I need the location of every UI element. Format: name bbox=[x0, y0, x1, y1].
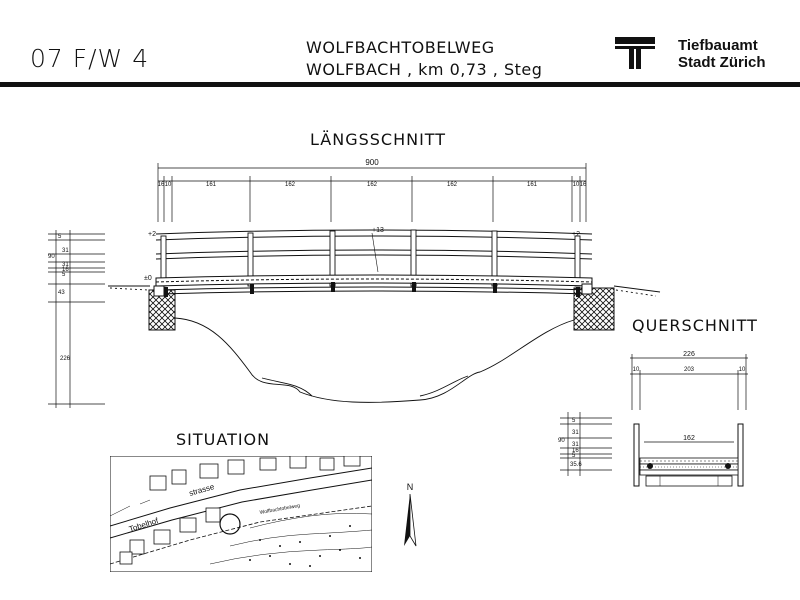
segment-label: 10 bbox=[573, 182, 580, 188]
cross-part-label: 203 bbox=[684, 367, 695, 373]
segment-label: 16 bbox=[580, 182, 587, 188]
level-label: +2 bbox=[148, 231, 156, 238]
location-subtitle: WOLFBACH , km 0,73 , Steg bbox=[306, 60, 543, 79]
location-title: WOLFBACHTOBELWEG bbox=[306, 38, 495, 57]
height-label: 43 bbox=[58, 290, 65, 296]
header-rule bbox=[0, 82, 800, 87]
segment-label: 161 bbox=[527, 182, 538, 188]
cross-height-label: 5 bbox=[572, 418, 576, 424]
segment-label: 161 bbox=[206, 182, 217, 188]
segment-label: 16 bbox=[158, 182, 165, 188]
cross-height-label: 16 bbox=[572, 448, 579, 454]
right-abutment bbox=[573, 287, 615, 331]
segment-label: 162 bbox=[367, 182, 378, 188]
cross-height-label: 5 bbox=[572, 453, 576, 459]
bridge-location-marker bbox=[219, 513, 241, 535]
height-label: 16 bbox=[62, 267, 69, 273]
height-label: 5 bbox=[62, 272, 66, 278]
cross-part-label: 10 bbox=[739, 367, 746, 373]
segment-label: 10 bbox=[165, 182, 172, 188]
span-dimension bbox=[157, 163, 587, 222]
deck-width-label: 162 bbox=[683, 435, 695, 442]
railings bbox=[155, 229, 593, 260]
height-label: 31 bbox=[62, 262, 69, 268]
cross-height-label: 31 bbox=[572, 430, 579, 436]
segment-label: 162 bbox=[285, 182, 296, 188]
level-label: ±0 bbox=[144, 275, 152, 282]
left-abutment bbox=[148, 289, 176, 331]
org-name-line2: Stadt Zürich bbox=[678, 54, 766, 71]
tiefbauamt-logo-icon bbox=[615, 37, 655, 69]
situation-title: SITUATION bbox=[176, 430, 271, 449]
height-label: 5 bbox=[58, 234, 62, 240]
height-label: 226 bbox=[60, 356, 71, 362]
span-dimension-label: 900 bbox=[365, 158, 379, 167]
cross-width-label: 226 bbox=[683, 351, 695, 358]
situation-map: Tobelhof strasse Wolfbachtobelweg bbox=[110, 456, 372, 572]
svg-text:N: N bbox=[407, 482, 414, 492]
height-label: 90 bbox=[48, 254, 55, 260]
cross-height-label: 31 bbox=[572, 442, 579, 448]
level-label: +2 bbox=[572, 231, 580, 238]
cross-section-title: QUERSCHNITT bbox=[632, 316, 758, 335]
cross-part-label: 10 bbox=[633, 367, 640, 373]
height-label: 31 bbox=[62, 248, 69, 254]
cross-height-label: 90 bbox=[558, 438, 565, 444]
drawing-number: 07 F/W 4 bbox=[30, 44, 150, 73]
level-label: +13 bbox=[372, 227, 384, 234]
north-arrow-icon: N bbox=[404, 482, 417, 547]
cross-height-label: 35.6 bbox=[570, 462, 582, 468]
org-name-line1: Tiefbauamt bbox=[678, 37, 758, 54]
long-section-title: LÄNGSSCHNITT bbox=[310, 130, 447, 149]
segment-label: 162 bbox=[447, 182, 458, 188]
terrain bbox=[108, 285, 661, 403]
